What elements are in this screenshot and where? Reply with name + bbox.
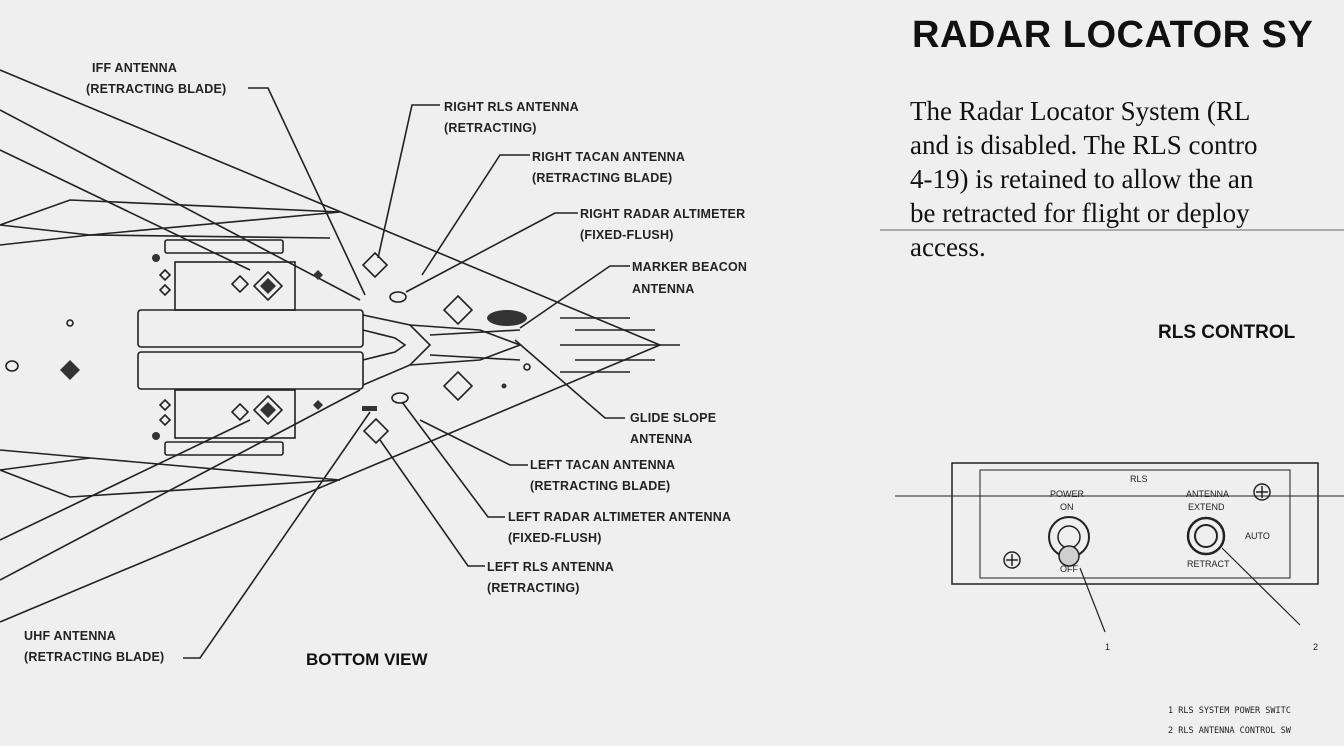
left-radar-altimeter-label: LEFT RADAR ALTIMETER ANTENNA	[508, 510, 731, 524]
left-tacan-antenna-label: LEFT TACAN ANTENNA	[530, 458, 675, 472]
power-off-label: OFF	[1060, 564, 1078, 574]
paragraph-line: access.	[910, 232, 986, 262]
callout-2: 2	[1313, 642, 1318, 652]
left-rls-antenna-label: LEFT RLS ANTENNA	[487, 560, 614, 574]
right-radar-altimeter-label: RIGHT RADAR ALTIMETER	[580, 207, 745, 221]
right-radar-altimeter-sublabel: (FIXED-FLUSH)	[580, 228, 674, 242]
rls-control-title: RLS CONTROL	[1158, 322, 1296, 343]
iff-antenna-label: IFF ANTENNA	[92, 61, 177, 75]
glide-slope-sublabel: ANTENNA	[630, 432, 693, 446]
right-rls-antenna-label: RIGHT RLS ANTENNA	[444, 100, 579, 114]
bottom-view-label: BOTTOM VIEW	[306, 650, 428, 669]
antenna-label: ANTENNA	[1186, 489, 1229, 499]
key-item-2: 2 RLS ANTENNA CONTROL SW	[1168, 726, 1291, 736]
right-tacan-antenna-label: RIGHT TACAN ANTENNA	[532, 150, 685, 164]
antenna-auto-label: AUTO	[1245, 531, 1270, 541]
uhf-antenna-label: UHF ANTENNA	[24, 629, 116, 643]
section-heading: RADAR LOCATOR SY	[912, 14, 1314, 56]
power-on-label: ON	[1060, 502, 1074, 512]
antenna-extend-label: EXTEND	[1188, 502, 1225, 512]
uhf-antenna-sublabel: (RETRACTING BLADE)	[24, 650, 164, 664]
iff-antenna-sublabel: (RETRACTING BLADE)	[86, 82, 226, 96]
left-tacan-antenna-sublabel: (RETRACTING BLADE)	[530, 479, 670, 493]
glide-slope-label: GLIDE SLOPE	[630, 411, 716, 425]
antenna-control-switch[interactable]	[1186, 516, 1226, 556]
power-label: POWER	[1050, 489, 1085, 499]
paragraph-line: and is disabled. The RLS contro	[910, 130, 1258, 160]
left-radar-altimeter-sublabel: (FIXED-FLUSH)	[508, 531, 602, 545]
panel-label: RLS	[1130, 474, 1148, 484]
section-paragraph: The Radar Locator System (RL and is disa…	[910, 94, 1340, 264]
paragraph-line: The Radar Locator System (RL	[910, 96, 1251, 126]
left-rls-antenna-sublabel: (RETRACTING)	[487, 581, 580, 595]
paragraph-line: be retracted for flight or deploy	[910, 198, 1250, 228]
marker-beacon-label: MARKER BEACON	[632, 260, 747, 274]
rls-control-panel	[895, 462, 1344, 633]
key-item-1: 1 RLS SYSTEM POWER SWITC	[1168, 706, 1291, 716]
paragraph-line: 4-19) is retained to allow the an	[910, 164, 1254, 194]
right-tacan-antenna-sublabel: (RETRACTING BLADE)	[532, 171, 672, 185]
antenna-retract-label: RETRACT	[1187, 559, 1230, 569]
right-rls-antenna-sublabel: (RETRACTING)	[444, 121, 537, 135]
marker-beacon-sublabel: ANTENNA	[632, 282, 695, 296]
callout-1: 1	[1105, 642, 1110, 652]
